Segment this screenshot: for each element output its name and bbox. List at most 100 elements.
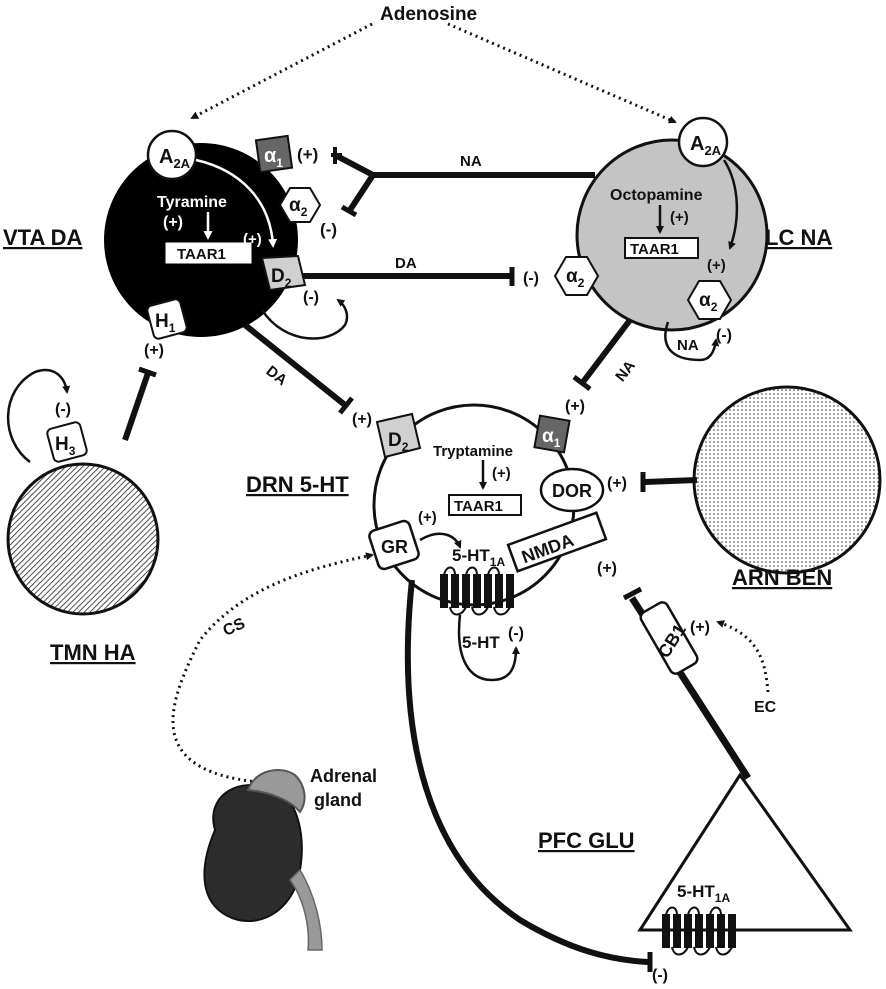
da-projection-vta-to-drn: [243, 322, 347, 408]
vta-alpha2-label: α2: [289, 195, 308, 219]
pfc-5ht1a-receptor: [662, 906, 736, 956]
lc-alpha2-receptor-da: [553, 256, 600, 296]
lc-a2a-to-alpha2-arrow: [722, 159, 739, 250]
da-terminal-drn: [338, 396, 354, 415]
pfc-glu-neuron: [637, 772, 853, 932]
5ht-autoreceptor-label: 5-HT: [462, 633, 500, 652]
vta-taar1-box: [165, 242, 252, 264]
tmn-h3-label: H3: [55, 434, 76, 458]
lc-alpha2-sign: (+): [707, 257, 726, 274]
ben-projection-arn-to-drn: [644, 477, 698, 485]
octopamine-sign: (+): [670, 209, 689, 226]
ha-projection-tmn-to-vta: [122, 372, 151, 441]
lc-na-auto-sign: (-): [716, 327, 732, 344]
cs-label: CS: [221, 615, 249, 640]
vta-da-title: VTA DA: [3, 225, 83, 250]
drn-d2-label: D2: [388, 430, 409, 454]
na-terminal-alpha2: [340, 204, 358, 218]
da-pathway-label: DA: [395, 255, 417, 272]
vta-taar1-label: TAAR1: [177, 246, 226, 263]
glu-terminal-drn: [622, 586, 643, 601]
lc-na-auto-label: NA: [677, 337, 699, 354]
pfc-5ht1a-sign: (-): [652, 967, 668, 984]
gr-to-5ht1a-arrow: [419, 532, 462, 549]
5ht-autoreceptor-sign: (-): [508, 625, 524, 642]
lc-taar1-box: [624, 237, 699, 259]
ec-dotted-arrow: [716, 620, 770, 693]
h3-autoreceptor-loop: [6, 368, 71, 464]
lc-alpha2-autoreceptor-loop: [664, 321, 720, 362]
drn-d2-receptor: [375, 412, 422, 459]
gland-label: gland: [314, 790, 362, 810]
vta-alpha1-receptor: [254, 134, 294, 174]
vta-a2a-receptor: [146, 129, 198, 181]
drn-gr-receptor: [368, 519, 420, 571]
octopamine-label: Octopamine: [610, 187, 703, 204]
d2-autoreceptor-sign: (-): [303, 289, 319, 306]
cb1-receptor: [639, 601, 699, 675]
drn-d2-sign: (+): [352, 411, 372, 428]
lc-na-neuron: [575, 138, 769, 332]
na-projection-lc-to-drn: [580, 318, 633, 384]
cs-dotted-arrow: [171, 552, 374, 784]
lc-alpha2-da-sign: (-): [523, 270, 539, 287]
lc-alpha2-da-label: α2: [566, 266, 585, 290]
drn-taar1-label: TAAR1: [454, 498, 503, 515]
drn-gr-sign: (+): [418, 509, 437, 526]
pfc-glu-title: PFC GLU: [538, 828, 635, 853]
adenosine-to-lc-dotted-arrow: [447, 22, 677, 124]
tyramine-sign: (+): [163, 214, 183, 231]
lc-taar1-label: TAAR1: [630, 241, 679, 258]
drn-nmda-receptor: [506, 511, 608, 573]
tryptamine-sign: (+): [492, 465, 511, 482]
lc-alpha2-auto-label: α2: [699, 290, 718, 314]
tmn-ha-title: TMN HA: [50, 640, 136, 665]
vta-alpha2-receptor: [278, 187, 322, 223]
adrenal-label: Adrenal: [310, 766, 377, 786]
lc-na-title: LC NA: [765, 225, 832, 250]
adrenal-gland-illustration: [203, 769, 323, 951]
drn-5ht1a-label: 5-HT1A: [452, 546, 505, 569]
drn-alpha1-sign: (+): [565, 398, 585, 415]
vta-d2-sign: (+): [243, 231, 262, 248]
drn-dor-sign: (+): [607, 475, 627, 492]
na-to-drn-label: NA: [612, 357, 639, 385]
vta-h1-sign: (+): [144, 342, 164, 359]
tyramine-label: Tyramine: [157, 194, 227, 211]
arn-ben-neuron: [692, 385, 882, 575]
drn-nmda-sign: (+): [597, 560, 617, 577]
vta-a2a-to-d2-arrow: [195, 158, 278, 248]
vta-h1-receptor: [146, 298, 188, 340]
5ht-projection-drn-to-pfc: [404, 579, 649, 965]
5ht1a-autoreceptor-loop: [457, 614, 520, 682]
na-projection-lc-to-vta: [333, 152, 595, 212]
tryptamine-label: Tryptamine: [433, 443, 513, 460]
adenosine-to-vta-dotted-arrow: [190, 22, 373, 120]
vta-alpha1-sign: (+): [297, 145, 318, 164]
vta-alpha2-sign: (-): [320, 220, 337, 239]
adenosine-label: Adenosine: [380, 4, 477, 25]
vta-h1-label: H1: [155, 311, 176, 335]
drn-taar1-box: [448, 494, 522, 516]
arn-ben-title: ARN BEN: [732, 565, 832, 590]
na-pathway-label: NA: [460, 153, 482, 170]
drn-alpha1-receptor: [533, 414, 571, 454]
vta-d2-receptor: [260, 254, 307, 292]
na-terminal-drn: [572, 375, 592, 391]
vta-da-neuron: [104, 143, 298, 337]
drn-dor-receptor: [539, 467, 605, 513]
pfc-5ht1a-label: 5-HT1A: [677, 882, 730, 905]
d2-autoreceptor-loop: [260, 298, 349, 340]
ec-label: EC: [754, 699, 777, 716]
drn-5ht-title: DRN 5-HT: [246, 472, 349, 497]
cb1-sign: (+): [690, 619, 710, 636]
vta-a2a-label: A2A: [159, 146, 191, 171]
ha-terminal-vta: [138, 366, 157, 378]
lc-a2a-receptor: [677, 116, 729, 168]
drn-alpha1-label: α1: [542, 426, 561, 450]
na-terminal-alpha1: [331, 147, 342, 164]
da-to-drn-label: DA: [263, 362, 291, 389]
tmn-h3-sign: (-): [55, 401, 71, 418]
tmn-h3-receptor: [46, 421, 88, 463]
